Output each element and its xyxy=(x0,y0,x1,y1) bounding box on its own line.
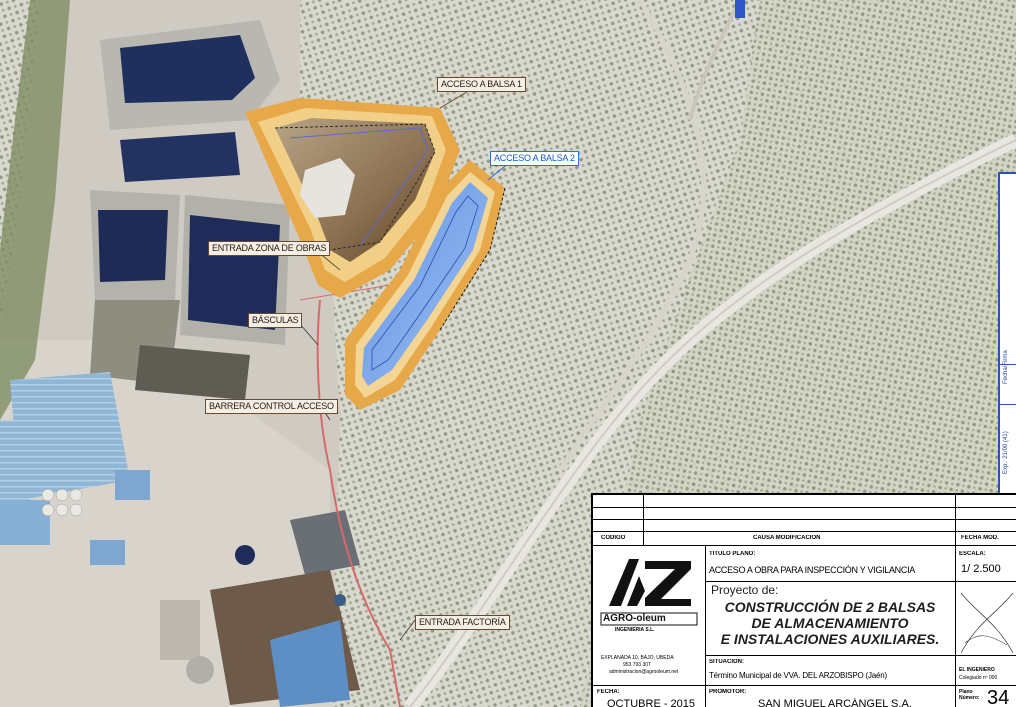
proyecto-line-1: CONSTRUCCIÓN DE 2 BALSAS xyxy=(724,599,936,615)
company-sub: INGENIERÍA S.L. xyxy=(615,627,655,633)
situacion-label: SITUACIÓN: xyxy=(709,659,744,665)
promotor-label: PROMOTOR: xyxy=(709,689,747,695)
proyecto-label: Proyecto de: xyxy=(711,583,779,597)
proyecto-line-2: DE ALMACENAMIENTO xyxy=(751,615,909,631)
codigo-label: CÓDIGO xyxy=(601,535,626,541)
label-entrada-zona-obras: ENTRADA ZONA DE OBRAS xyxy=(208,241,331,256)
label-acceso-balsa-2: ACCESO A BALSA 2 xyxy=(490,151,579,166)
titulo-plano-label: TÍTULO PLANO: xyxy=(709,551,756,557)
situacion-value: Término Municipal de VVA. DEL ARZOBISPO … xyxy=(709,671,887,680)
ingeniero-sub: Colegiado nº 000 xyxy=(959,675,998,681)
titulo-plano: ACCESO A OBRA PARA INSPECCIÓN Y VIGILANC… xyxy=(709,565,915,575)
label-barrera-control: BARRERA CONTROL ACCESO xyxy=(205,399,338,414)
company-email: administracion@agrooleum.net xyxy=(609,669,679,675)
proyecto-line-3: E INSTALACIONES AUXILIARES. xyxy=(720,631,940,647)
title-block: CÓDIGO CAUSA MODIFICACIÓN FECHA MOD. AGR… xyxy=(591,493,1016,707)
strip-text-1: Exp.: 21/00 (41) xyxy=(1003,431,1009,474)
label-acceso-balsa-1: ACCESO A BALSA 1 xyxy=(437,77,526,92)
fecha-value: OCTUBRE - 2015 xyxy=(607,698,696,707)
company-phone: 953 793 307 xyxy=(623,662,651,668)
plano-label: Plano Número: xyxy=(959,689,980,701)
label-basculas: BÁSCULAS xyxy=(248,313,303,328)
plano-number: 34 xyxy=(987,687,1010,707)
fecha-mod-label: FECHA MOD. xyxy=(961,535,999,541)
strip-text-2: Fecha/Firma xyxy=(1003,350,1009,384)
ingeniero-label: EL INGENIERO xyxy=(959,667,995,673)
ingeniero-signature xyxy=(957,583,1016,663)
fecha-label: FECHA: xyxy=(597,689,620,695)
escala-value: 1/ 2.500 xyxy=(961,563,1001,575)
company-name: AGRO-oleum xyxy=(603,613,666,624)
escala-label: ESCALA: xyxy=(959,551,986,557)
signature-icon xyxy=(960,592,1014,654)
agro-oleum-logo-icon xyxy=(600,559,698,626)
label-entrada-factoria: ENTRADA FACTORÍA xyxy=(415,615,510,630)
company-address: EXPLANADA 10, BAJO, ÚBEDA xyxy=(601,655,674,661)
promotor-value: SAN MIGUEL ARCÁNGEL S.A. xyxy=(758,698,912,707)
side-revision-strip: Exp.: 21/00 (41) Fecha/Firma xyxy=(998,172,1016,512)
company-logo xyxy=(599,551,699,631)
causa-label: CAUSA MODIFICACIÓN xyxy=(753,535,821,541)
